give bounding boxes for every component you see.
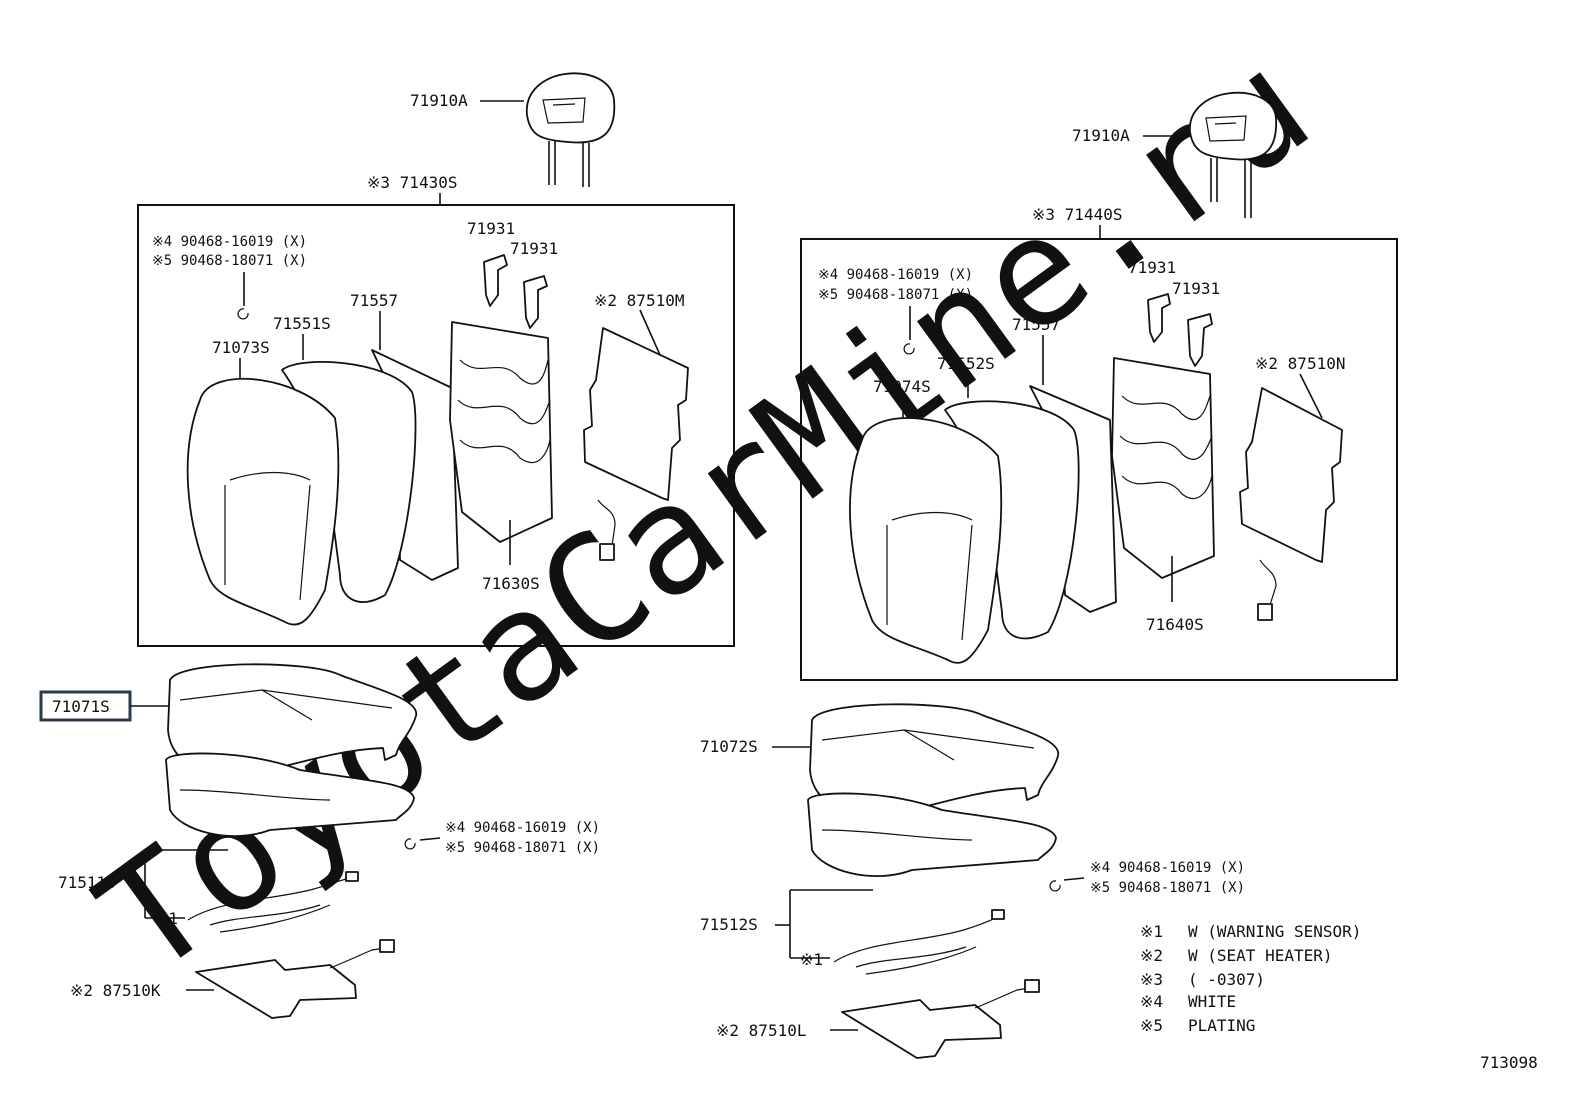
left-cushion-group-label: 71511S [58,873,116,892]
right-cushion-assy-label: 71072S [700,737,758,756]
right-heater-back-label: ※2 87510N [1255,354,1345,373]
legend-mark-5: ※5 [1140,1016,1163,1035]
left-heater-cushion-part[interactable] [195,939,395,1019]
right-support-a-label: 71931 [1128,258,1176,277]
legend-text-2: W (SEAT HEATER) [1188,946,1333,965]
left-back-assy-box [137,204,735,647]
left-support-parts[interactable] [483,254,548,329]
right-cushion-clip4-label: ※4 90468-16019 (X) [1090,860,1245,876]
right-sensor-label: ※1 [800,950,823,969]
left-pad-label: 71551S [273,314,331,333]
left-sensor-part[interactable] [187,871,359,933]
left-seat: 71910A ※3 71430S ※4 90468-16019 (X) ※5 9… [137,72,735,647]
left-back-assy-label: ※3 71430S [367,173,457,192]
right-cushion: 71072S 71512S ※4 90468-16019 (X) ※5 9046… [700,703,1245,1059]
right-support-b-label: 71931 [1172,279,1220,298]
legend-mark-3: ※3 [1140,970,1163,989]
right-heater-cushion-part[interactable] [841,979,1040,1059]
left-cushion-assy-label: 71071S [52,697,110,716]
right-back-cover-part[interactable] [849,417,1003,664]
left-back-frame-part[interactable] [371,321,553,581]
left-clip4-label: ※4 90468-16019 (X) [152,234,307,250]
right-cushion-clip5-label: ※5 90468-18071 (X) [1090,880,1245,896]
left-heater-back-part[interactable] [583,327,689,561]
left-frame-label: 71630S [482,574,540,593]
right-back-assy-box [800,238,1398,681]
legend-text-3: ( -0307) [1188,970,1265,989]
left-cushion-assy-highlight[interactable] [39,690,132,722]
legend-mark-4: ※4 [1140,992,1163,1011]
left-back-cover-part[interactable] [186,377,340,626]
left-headrest-part[interactable] [526,72,616,187]
right-clip-part[interactable] [903,343,915,355]
legend-text-4: WHITE [1188,992,1236,1011]
left-clip-part[interactable] [237,308,249,320]
right-frame-label: 71640S [1146,615,1204,634]
left-cover-label: 71073S [212,338,270,357]
legend-mark-2: ※2 [1140,946,1163,965]
right-cushion-group-label: 71512S [700,915,758,934]
diagram-id: 713098 [1480,1053,1538,1072]
legend-text-1: W (WARNING SENSOR) [1188,922,1361,941]
left-cushion-clip5-label: ※5 90468-18071 (X) [445,840,600,856]
right-heater-back-part[interactable] [1239,387,1343,621]
right-cushion-clip-part[interactable] [1049,880,1061,892]
right-cushion-cover-part[interactable] [809,703,1059,817]
left-cushion: 71071S 71511S ※4 90468-16019 (X) ※5 9046… [39,663,600,1019]
left-cushion-clip-part[interactable] [404,838,416,850]
legend-mark-1: ※1 [1140,922,1163,941]
right-clip4-label: ※4 90468-16019 (X) [818,267,973,283]
right-heater-cushion-label: ※2 87510L [716,1021,806,1040]
left-heater-back-label: ※2 87510M [594,291,684,310]
right-sensor-part[interactable] [833,909,1005,975]
right-pad-label: 71552S [937,354,995,373]
left-cushion-clip4-label: ※4 90468-16019 (X) [445,820,600,836]
right-cover-label: 71074S [873,377,931,396]
right-clip5-label: ※5 90468-18071 (X) [818,287,973,303]
left-headrest-label: 71910A [410,91,468,110]
left-heater-cushion-label: ※2 87510K [70,981,161,1000]
legend: ※1 W (WARNING SENSOR) ※2 W (SEAT HEATER)… [1140,922,1361,1035]
left-cushion-pad-part[interactable] [165,752,415,837]
legend-text-5: PLATING [1188,1016,1255,1035]
left-support-a-label: 71931 [467,219,515,238]
left-support-b-label: 71931 [510,239,558,258]
right-board-label: 71557 [1012,315,1060,334]
right-back-assy-label: ※3 71440S [1032,205,1122,224]
right-seat: 71910A ※3 71440S ※4 90468-16019 (X) ※5 9… [800,91,1398,681]
right-support-parts[interactable] [1147,293,1213,367]
right-cushion-pad-part[interactable] [807,792,1057,877]
left-sensor-label: ※1 [155,909,178,928]
right-headrest-label: 71910A [1072,126,1130,145]
right-headrest-part[interactable] [1189,91,1277,218]
left-clip5-label: ※5 90468-18071 (X) [152,253,307,269]
left-board-label: 71557 [350,291,398,310]
